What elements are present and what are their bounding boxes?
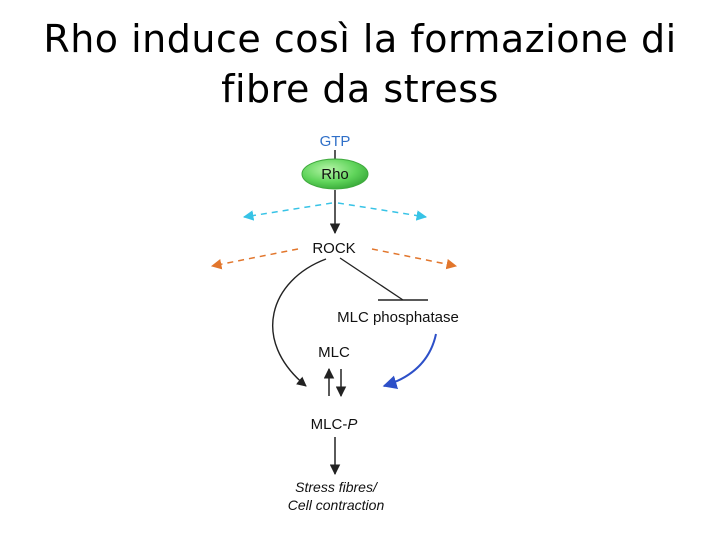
rock-label: ROCK: [312, 240, 355, 257]
rho-node: [301, 158, 369, 190]
rho-label: Rho: [321, 166, 349, 183]
orange-branch-left-arrow: [210, 248, 299, 270]
mlc-p-prefix: MLC-: [311, 416, 348, 433]
phosphatase-blue-arrow: [382, 333, 437, 389]
mlc-p-suffix: P: [347, 416, 357, 433]
mlc-p-label: MLC-P: [311, 416, 358, 433]
rock-inhibits-phosphatase-line: [339, 257, 404, 301]
rock-to-mlcp-curved-arrow: [272, 258, 327, 387]
outcome-line-1: Stress fibres/: [295, 479, 379, 495]
slide-title: Rho induce così la formazione di fibre d…: [0, 14, 720, 114]
gtp-label: GTP: [320, 133, 351, 150]
mlc-phosphatase-label: MLC phosphatase: [337, 309, 459, 326]
cyan-branch-right-arrow: [337, 202, 428, 221]
slide-title-line-2: fibre da stress: [221, 67, 499, 111]
cyan-branch-left-arrow: [242, 202, 333, 221]
orange-branch-right-arrow: [371, 248, 458, 270]
mlc-label: MLC: [318, 344, 350, 361]
slide-title-line-1: Rho induce così la formazione di: [43, 17, 677, 61]
outcome-line-2: Cell contraction: [288, 497, 385, 513]
